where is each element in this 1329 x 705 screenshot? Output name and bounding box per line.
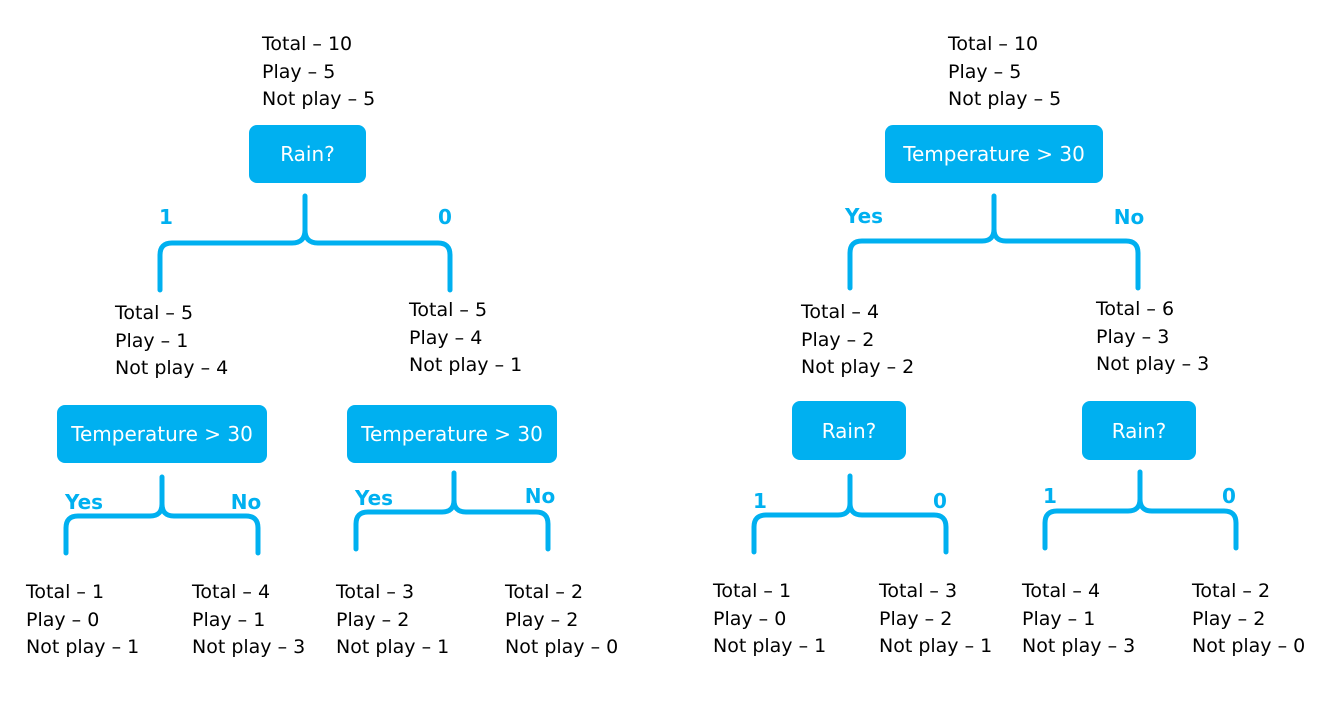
play-text: Play – 5 — [262, 60, 336, 83]
not-play-text: Not play – 1 — [26, 636, 140, 658]
tree2-leaf-2: Total – 3 Play – 2 Not play – 1 — [879, 578, 992, 661]
tree2-leaf-3: Total – 4 Play – 1 Not play – 3 — [1022, 578, 1135, 661]
tree1-right-yes-label: Yes — [354, 486, 394, 510]
play-text: Play – 1 — [192, 608, 266, 631]
total-text: Total – 4 — [801, 301, 880, 323]
total-text: Total – 4 — [192, 581, 271, 603]
play-text: Play – 2 — [801, 328, 875, 351]
total-text: Total – 10 — [262, 33, 353, 55]
tree2-right-node: Rain? — [1082, 401, 1196, 460]
not-play-text: Not play – 1 — [879, 635, 993, 657]
tree1-left-brace — [63, 474, 261, 556]
not-play-text: Not play – 5 — [948, 88, 1062, 110]
play-text: Play – 4 — [409, 326, 483, 349]
total-text: Total – 2 — [505, 581, 584, 603]
play-text: Play – 1 — [115, 329, 189, 352]
total-text: Total – 3 — [336, 581, 415, 603]
not-play-text: Not play – 3 — [192, 636, 306, 658]
tree1-root-left-edge-label: 1 — [159, 205, 173, 229]
tree2-root-yes-label: Yes — [844, 204, 884, 228]
play-text: Play – 2 — [505, 608, 579, 631]
tree1-left-no-label: No — [230, 490, 262, 514]
not-play-text: Not play – 3 — [1022, 635, 1136, 657]
play-text: Play – 1 — [1022, 607, 1096, 630]
total-text: Total – 2 — [1192, 580, 1271, 602]
tree1-root-stats: Total – 10 Play – 5 Not play – 5 — [262, 31, 375, 114]
play-text: Play – 2 — [336, 608, 410, 631]
total-text: Total – 4 — [1022, 580, 1101, 602]
tree2-leaf-1: Total – 1 Play – 0 Not play – 1 — [713, 578, 826, 661]
tree2-right-stats: Total – 6 Play – 3 Not play – 3 — [1096, 296, 1209, 379]
not-play-text: Not play – 3 — [1096, 353, 1210, 375]
total-text: Total – 3 — [879, 580, 958, 602]
tree1-leaf-3: Total – 3 Play – 2 Not play – 1 — [336, 579, 449, 662]
play-text: Play – 5 — [948, 60, 1022, 83]
not-play-text: Not play – 1 — [409, 354, 523, 376]
tree1-left-stats: Total – 5 Play – 1 Not play – 4 — [115, 300, 228, 383]
play-text: Play – 0 — [713, 607, 787, 630]
not-play-text: Not play – 1 — [713, 635, 827, 657]
tree2-right-brace — [1042, 469, 1239, 551]
not-play-text: Not play – 1 — [336, 636, 450, 658]
tree1-right-no-label: No — [524, 484, 556, 508]
tree2-root-node: Temperature > 30 — [885, 125, 1103, 183]
tree1-root-brace — [157, 193, 453, 293]
tree2-leaf-4: Total – 2 Play – 2 Not play – 0 — [1192, 578, 1305, 661]
tree1-leaf-4: Total – 2 Play – 2 Not play – 0 — [505, 579, 618, 662]
tree2-right-1-label: 1 — [1043, 484, 1057, 508]
not-play-text: Not play – 0 — [1192, 635, 1306, 657]
tree1-root-node: Rain? — [249, 125, 366, 183]
tree1-left-node: Temperature > 30 — [57, 405, 267, 463]
tree2-left-stats: Total – 4 Play – 2 Not play – 2 — [801, 299, 914, 382]
tree2-left-0-label: 0 — [933, 489, 947, 513]
tree1-leaf-1: Total – 1 Play – 0 Not play – 1 — [26, 579, 139, 662]
tree1-right-stats: Total – 5 Play – 4 Not play – 1 — [409, 297, 522, 380]
not-play-text: Not play – 4 — [115, 357, 229, 379]
tree1-right-brace — [353, 470, 551, 552]
total-text: Total – 6 — [1096, 298, 1175, 320]
not-play-text: Not play – 0 — [505, 636, 619, 658]
tree2-root-no-label: No — [1113, 205, 1145, 229]
total-text: Total – 5 — [409, 299, 488, 321]
tree2-root-stats: Total – 10 Play – 5 Not play – 5 — [948, 31, 1061, 114]
tree2-left-1-label: 1 — [753, 489, 767, 513]
tree2-right-0-label: 0 — [1222, 484, 1236, 508]
tree1-left-yes-label: Yes — [64, 490, 104, 514]
total-text: Total – 5 — [115, 302, 194, 324]
play-text: Play – 3 — [1096, 325, 1170, 348]
tree1-right-node: Temperature > 30 — [347, 405, 557, 463]
tree1-root-right-edge-label: 0 — [438, 205, 452, 229]
not-play-text: Not play – 5 — [262, 88, 376, 110]
total-text: Total – 1 — [26, 581, 105, 603]
play-text: Play – 2 — [1192, 607, 1266, 630]
play-text: Play – 0 — [26, 608, 100, 631]
play-text: Play – 2 — [879, 607, 953, 630]
tree2-root-brace — [847, 193, 1141, 291]
total-text: Total – 1 — [713, 580, 792, 602]
total-text: Total – 10 — [948, 33, 1039, 55]
tree2-left-node: Rain? — [792, 401, 906, 460]
tree2-left-brace — [751, 473, 949, 555]
tree1-leaf-2: Total – 4 Play – 1 Not play – 3 — [192, 579, 305, 662]
not-play-text: Not play – 2 — [801, 356, 915, 378]
